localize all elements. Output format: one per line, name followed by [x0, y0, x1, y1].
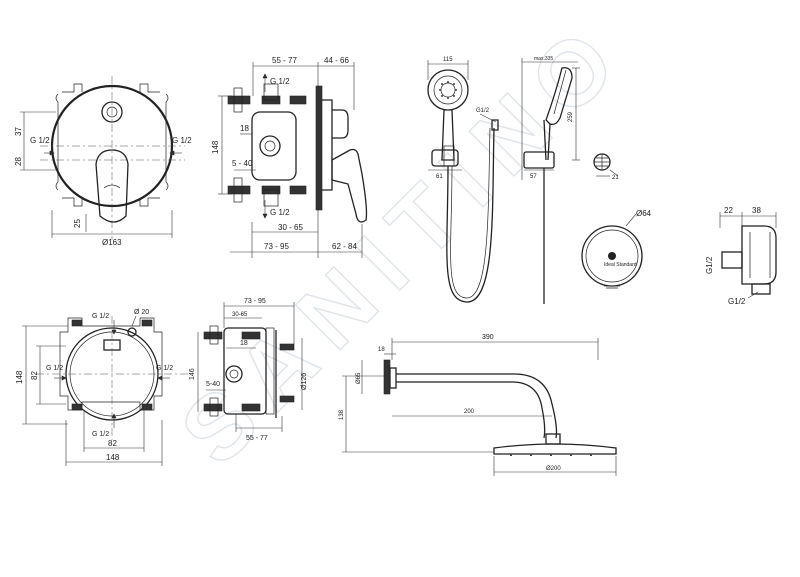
dim-30-65-box: 30-65: [232, 312, 248, 318]
dim-22: 22: [724, 206, 733, 215]
dim-max335: max.335: [534, 56, 553, 62]
dim-65-arm: Ø65: [356, 372, 362, 384]
dim-21: 21: [612, 175, 619, 181]
dim-18-box: 18: [240, 340, 248, 347]
elbow-thread-bottom: G1/2: [728, 297, 746, 306]
wall-outlet-small: 21: [593, 153, 619, 181]
thread-right-label: G 1/2: [172, 136, 192, 145]
dim-38: 38: [752, 206, 761, 215]
elbow-thread-left: G1/2: [705, 256, 714, 274]
cover-logo: Ideal Standard: [604, 262, 637, 268]
box-thread-bottom: G 1/2: [92, 431, 109, 438]
dim-126: Ø126: [301, 373, 308, 390]
dim-61: 61: [436, 174, 443, 180]
dim-200: 200: [464, 409, 475, 415]
dim-200-head: Ø200: [546, 466, 561, 472]
shower-arm-head: 390 18 Ø65 138 200 Ø200: [339, 334, 617, 476]
dim-55-77: 55 - 77: [272, 56, 297, 65]
front-view-mixer-top: 37 28 G 1/2 G 1/2 25 Ø163: [14, 76, 192, 247]
dim-390: 390: [482, 334, 494, 341]
dim-146: 146: [189, 368, 196, 380]
svg-text:SANITINO: SANITINO: [162, 0, 647, 484]
dim-18-side: 18: [240, 124, 249, 133]
dim-73-95-box: 73 - 95: [244, 298, 266, 305]
front-view-box-bottom: 148 82 G 1/2 Ø 20 G 1/2 G 1/2 G 1/2 82 1…: [15, 309, 190, 466]
dim-115: 115: [443, 57, 453, 63]
dim-25: 25: [73, 219, 82, 228]
dim-82-h: 82: [108, 439, 117, 448]
dim-37: 37: [14, 127, 23, 136]
dim-148-v: 148: [15, 370, 24, 384]
dim-148-side: 148: [211, 140, 220, 154]
dim-20: Ø 20: [134, 309, 149, 316]
dim-57: 57: [530, 174, 537, 180]
thread-top-label: G 1/2: [270, 77, 290, 86]
dim-5-40-side: 5 - 40: [232, 159, 253, 168]
dim-55-77-box: 55 - 77: [246, 435, 268, 442]
dim-163: Ø163: [102, 238, 122, 247]
dim-259: 259: [568, 111, 574, 122]
dim-62-84: 62 - 84: [332, 242, 357, 251]
dim-44-66: 44 - 66: [324, 56, 349, 65]
dim-30-65: 30 - 65: [278, 223, 303, 232]
dim-5-40-box: 5-40: [206, 381, 220, 388]
side-view-mixer-top: 55 - 77 44 - 66 G 1/2 G 1/2 148 18 5 - 4…: [211, 56, 368, 258]
dim-28: 28: [14, 157, 23, 166]
round-cover: Ideal Standard Ø64: [581, 209, 652, 289]
wall-elbow: 22 38 G1/2 G1/2: [705, 206, 777, 306]
hand-shower-side: max.335 259 57: [521, 56, 580, 304]
thread-left-label: G 1/2: [30, 136, 50, 145]
dim-82-v: 82: [30, 371, 39, 380]
side-view-box-bottom: 73 - 95 30-65 18 146 5-40 Ø126 55 - 77: [189, 298, 308, 442]
box-thread-right: G 1/2: [156, 365, 173, 372]
dim-73-95: 73 - 95: [264, 242, 289, 251]
dim-18-arm: 18: [378, 347, 385, 353]
dim-64: Ø64: [636, 209, 652, 218]
dim-148-h: 148: [106, 453, 120, 462]
hose-thread-label: G1/2: [476, 108, 490, 114]
hand-shower-front: 115 G1/2 61: [427, 57, 499, 303]
box-thread-left: G 1/2: [46, 365, 63, 372]
watermark: SANITINO: [161, 0, 647, 485]
box-thread-top: G 1/2: [92, 313, 109, 320]
dim-138: 138: [339, 409, 345, 420]
thread-bottom-label: G 1/2: [270, 208, 290, 217]
